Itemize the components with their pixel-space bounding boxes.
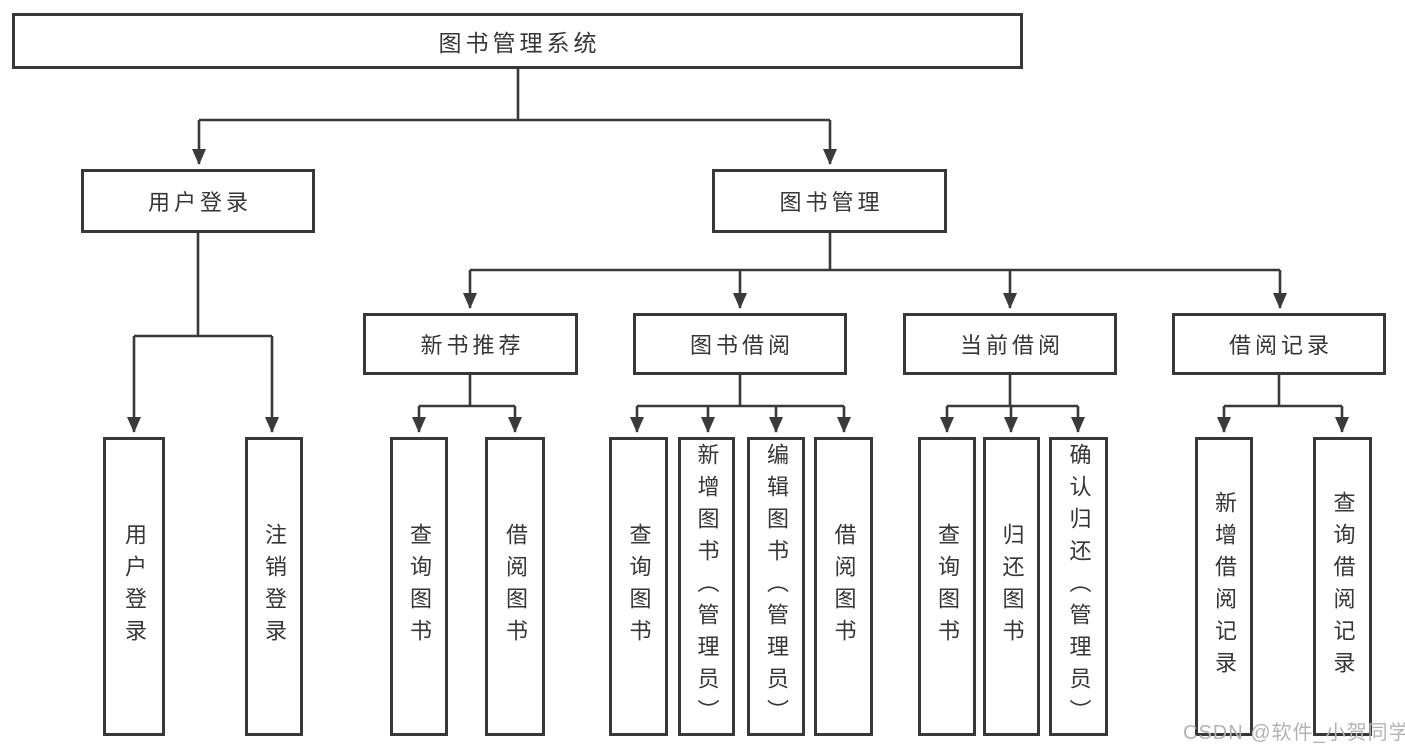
connector-root-branch: [199, 69, 830, 122]
leaf-current-confirm-return-admin: 确认归还（管理员）: [1049, 437, 1108, 736]
connector-borrowing-branch: [637, 375, 844, 408]
connector-recommend-branch: [419, 375, 515, 408]
connector-records-branch: [1224, 375, 1342, 408]
node-new-book-recommendation: 新书推荐: [363, 313, 578, 375]
leaf-logout: 注销登录: [245, 437, 303, 736]
node-library-management-system: 图书管理系统: [12, 13, 1023, 69]
leaf-user-login: 用户登录: [103, 437, 165, 736]
leaf-recommend-borrow-books: 借阅图书: [485, 437, 545, 736]
connector-book-mgmt-branch: [470, 233, 1280, 272]
leaf-recommend-query-books: 查询图书: [390, 437, 448, 736]
leaf-borrowing-borrow-books: 借阅图书: [814, 437, 873, 736]
csdn-watermark: CSDN @软件_小贺同学: [1183, 722, 1405, 744]
leaf-records-add-borrow-record: 新增借阅记录: [1195, 437, 1253, 736]
node-book-management: 图书管理: [712, 169, 947, 233]
leaf-borrowing-query-books: 查询图书: [609, 437, 668, 736]
connector-user-login-branch: [134, 233, 272, 338]
leaf-borrowing-add-books-admin: 新增图书（管理员）: [678, 437, 735, 736]
leaf-borrowing-edit-books-admin: 编辑图书（管理员）: [747, 437, 805, 736]
connector-current-branch: [947, 375, 1078, 408]
node-user-login: 用户登录: [81, 169, 315, 233]
leaf-current-query-books: 查询图书: [918, 437, 976, 736]
leaf-records-query-borrow-record: 查询借阅记录: [1313, 437, 1372, 736]
node-borrowing-records: 借阅记录: [1172, 313, 1386, 375]
leaf-current-return-books: 归还图书: [983, 437, 1040, 736]
node-current-borrowing: 当前借阅: [903, 313, 1117, 375]
node-book-borrowing: 图书借阅: [633, 313, 847, 375]
